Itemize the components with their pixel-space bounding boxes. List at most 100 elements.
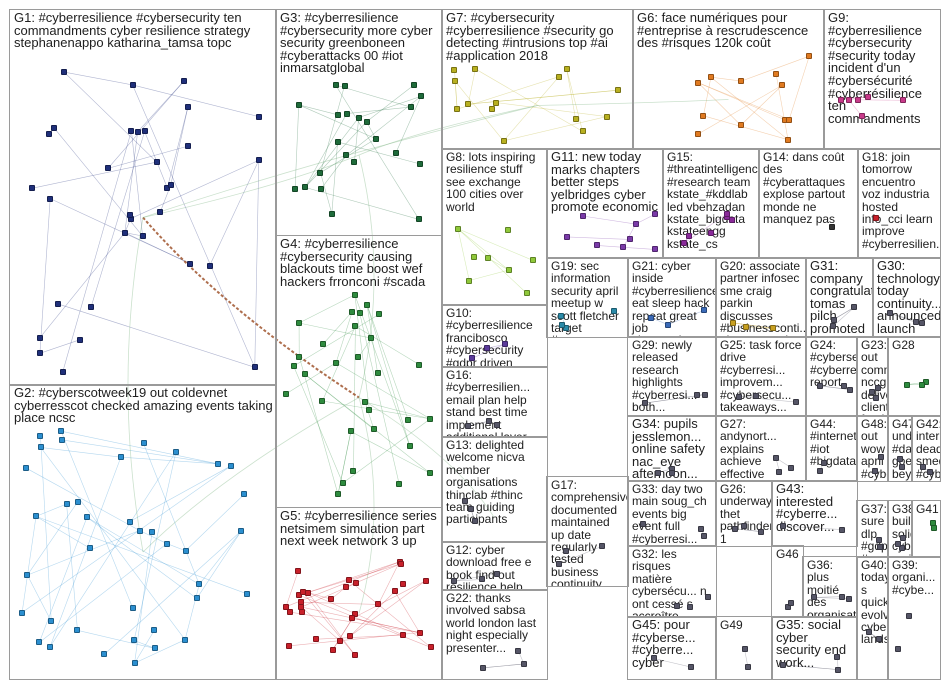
vertex-g2-20	[136, 527, 143, 534]
vertex-g44-0	[816, 467, 823, 474]
group-box-g47: G47: underst... #datap... goes beyond...	[887, 415, 913, 482]
vertex-g5-27	[427, 644, 434, 651]
vertex-g5-21	[391, 588, 398, 595]
vertex-g35-1	[835, 666, 842, 673]
group-box-g12: G12: cyber download free e book find out…	[441, 541, 548, 591]
vertex-g43-1	[838, 526, 845, 533]
group-label-g24: G24: #cybersec... #cyberresi... report	[810, 338, 857, 390]
vertex-g5-28	[422, 577, 429, 584]
vertex-g4-28	[347, 428, 354, 435]
group-label-g18: G18: join tomorrow encuentro voz industr…	[862, 150, 941, 251]
vertex-g2-27	[37, 444, 44, 451]
vertex-g3-19	[392, 149, 399, 156]
group-label-g21: G21: cyber inside #cyberresilience eat s…	[632, 259, 717, 337]
vertex-g4-16	[405, 416, 412, 423]
vertex-g9-4	[899, 97, 906, 104]
vertex-g1-20	[104, 165, 111, 172]
group-label-g35: G35: social cyber security end work...	[776, 617, 847, 670]
vertex-g1-18	[153, 159, 160, 166]
vertex-g26-1	[732, 525, 739, 532]
vertex-g4-21	[368, 335, 375, 342]
vertex-g20-1	[743, 324, 750, 331]
vertex-g17-1	[562, 548, 569, 555]
vertex-g22-1	[515, 648, 522, 655]
vertex-g2-1	[163, 540, 170, 547]
vertex-g1-16	[59, 369, 66, 376]
vertex-g12-1	[479, 576, 486, 583]
vertex-g40-1	[876, 636, 883, 643]
vertex-g24-1	[817, 382, 824, 389]
vertex-g7-13	[603, 113, 610, 120]
group-label-g48: G48: out wow april #cyberr... course...	[861, 417, 888, 481]
vertex-g2-30	[126, 518, 133, 525]
vertex-g2-4	[23, 465, 30, 472]
group-label-g46: G46	[776, 547, 799, 561]
group-label-g9: G9: #cyberresilience #cybersecurity #sec…	[828, 10, 922, 126]
vertex-g5-12	[352, 652, 359, 659]
group-box-g24: G24: #cybersec... #cyberresi... report	[805, 336, 858, 417]
vertex-g13-2	[467, 506, 474, 513]
group-label-g5: G5: #cyberresilience series netsimem sim…	[280, 508, 437, 549]
group-label-g12: G12: cyber download free e book find out…	[446, 543, 532, 591]
group-box-g5: G5: #cyberresilience series netsimem sim…	[275, 507, 443, 680]
vertex-g3-12	[418, 93, 425, 100]
vertex-g2-34	[182, 547, 189, 554]
vertex-g4-11	[349, 308, 356, 315]
vertex-g3-8	[343, 152, 350, 159]
vertex-g6-7	[700, 112, 707, 119]
vertex-g24-2	[840, 383, 847, 390]
vertex-g1-23	[134, 128, 141, 135]
group-box-g42: G42: internet dead smedia... #cyberr...	[911, 415, 941, 482]
vertex-g22-2	[521, 660, 527, 667]
vertex-g11-3	[563, 233, 570, 240]
group-label-g40: G40: today s quickly evolvi... cyber lan…	[861, 558, 889, 647]
vertex-g1-1	[45, 131, 52, 138]
vertex-g6-3	[806, 53, 813, 60]
group-box-g39: G39: organi... #cybe...	[887, 556, 941, 680]
vertex-g3-9	[332, 82, 339, 89]
vertex-g1-12	[47, 195, 54, 202]
group-label-g33: G33: day two main soug_ch events big eve…	[632, 482, 707, 546]
vertex-g20-0	[730, 319, 737, 326]
vertex-g8-5	[454, 225, 461, 232]
vertex-g2-22	[129, 605, 136, 612]
group-box-g32: G32: les risques matière cybersécu... n …	[627, 545, 717, 618]
vertex-g36-0	[845, 595, 852, 602]
group-label-g14: G14: dans coût des #cyberattaques explos…	[763, 150, 846, 227]
vertex-g5-17	[298, 604, 305, 611]
vertex-g4-20	[319, 397, 326, 404]
vertex-g3-7	[355, 114, 362, 121]
group-box-g48: G48: out wow april #cyberr... course...	[856, 415, 889, 482]
group-label-g42: G42: internet dead smedia... #cyberr...	[916, 417, 941, 480]
group-label-g16: G16: #cyberresilien... email plan help s…	[446, 368, 531, 438]
group-box-g37: G37: sure dlp #gdpr #complia... #infosec…	[856, 500, 889, 558]
group-label-g41: G41	[916, 502, 939, 516]
vertex-g2-3	[241, 491, 248, 498]
vertex-g2-24	[196, 581, 203, 588]
vertex-g37-2	[875, 536, 882, 543]
group-label-g10: G10: #cyberresilience francibosco #cyber…	[446, 306, 533, 368]
vertex-g4-3	[301, 370, 308, 377]
vertex-g8-3	[529, 257, 536, 264]
vertex-g3-16	[410, 82, 417, 89]
vertex-g7-3	[452, 78, 459, 85]
vertex-g2-29	[24, 572, 31, 579]
vertex-g4-9	[396, 480, 403, 487]
vertex-g6-9	[738, 78, 745, 85]
vertex-g3-1	[328, 210, 335, 217]
vertex-g2-15	[74, 499, 81, 506]
vertex-g7-11	[572, 115, 579, 122]
vertex-g38-0	[898, 545, 905, 552]
vertex-g7-5	[451, 66, 458, 73]
vertex-g4-8	[339, 480, 346, 487]
group-label-g32: G32: les risques matière cybersécu... n …	[632, 547, 707, 618]
vertex-g4-26	[375, 311, 382, 318]
vertex-g6-6	[773, 70, 780, 77]
vertex-g3-13	[343, 110, 350, 117]
group-label-g44: G44: #internet... #iot #bigdata...	[810, 417, 857, 469]
group-label-g2: G2: #cyberscotweek19 out coldevnet cyber…	[14, 385, 273, 426]
vertex-g1-11	[251, 364, 258, 371]
vertex-g2-26	[36, 639, 43, 646]
vertex-g2-28	[63, 500, 70, 507]
vertex-g5-0	[296, 592, 303, 599]
